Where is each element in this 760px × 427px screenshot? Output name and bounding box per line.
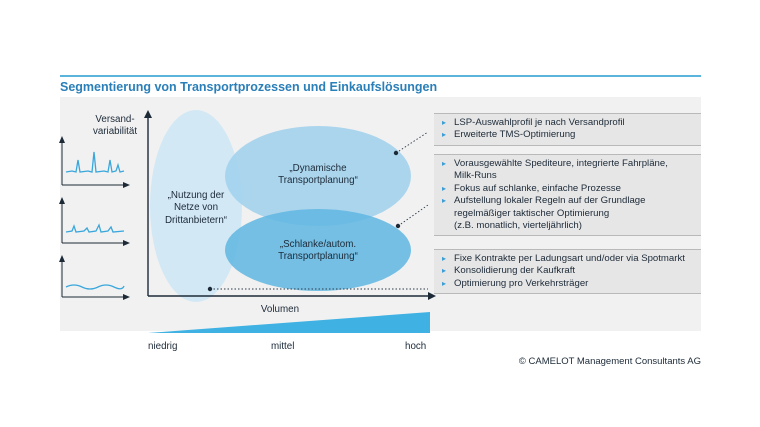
ellipse-third-party [150, 110, 242, 302]
segment-lean-label: „Schlanke/autom. Transportplanung“ [258, 239, 378, 264]
mini-chart-medium [59, 197, 130, 246]
connector-dot-third-party [207, 286, 213, 292]
measure-text: Fokus auf schlanke, einfache Prozesse [454, 182, 621, 194]
ellipse-dynamic [225, 126, 411, 226]
x-axis-label: Volumen [260, 304, 300, 315]
bullet-icon: ▸ [442, 183, 447, 193]
variability-line-low [65, 284, 125, 290]
bullet-icon: ▸ [442, 254, 447, 263]
y-axis-label-line: variabilität [92, 126, 138, 137]
scale-low: niedrig [148, 341, 178, 352]
measure-item: ▸ Aufstellung lokaler Regeln auf der Grun… [442, 195, 695, 232]
measure-text: LSP-Auswahlprofil je nach Versandprofil [454, 117, 625, 128]
segment-dynamic-label: „Dynamische Transportplanung“ [258, 163, 378, 188]
measure-item: ▸ LSP-Auswahlprofil je nach Versandprofil [442, 117, 695, 129]
volume-wedge [148, 312, 430, 333]
measure-text: Milk-Runs [454, 170, 497, 182]
measure-text: Konsolidierung der Kaufkraft [454, 265, 576, 277]
y-axis-arrow [144, 110, 152, 118]
scale-mid: mittel [271, 341, 295, 352]
measure-item: ▸ Fixe Kontrakte per Ladungsart und/oder … [442, 253, 695, 265]
measure-text: regelmäßiger taktischer Optimierung [454, 207, 610, 219]
title-rule [60, 75, 701, 77]
connector-dynamic [395, 131, 429, 154]
measures-box-third-party: ▸ Fixe Kontrakte per Ladungsart und/oder … [434, 249, 701, 295]
measure-item: ▸ Konsolidierung der Kaufkraft [442, 265, 695, 277]
measure-text: Vorausgewählte Spediteure, integrierte F… [454, 158, 668, 169]
ellipse-lean [225, 209, 411, 291]
segment-label-line: Drittanbietern“ [164, 214, 228, 226]
bullet-icon: ▸ [442, 266, 447, 276]
diagram-title: Segmentierung von Transportprozessen und… [60, 80, 438, 94]
connector-lean [397, 204, 429, 227]
mini-chart-high [59, 136, 130, 188]
bullet-icon: ▸ [442, 159, 447, 168]
y-axis-label-line: Versand- [95, 114, 135, 125]
segment-label-line: „Schlanke/autom. [279, 239, 357, 250]
segment-label-line: Netze von [173, 202, 219, 214]
measure-text: (z.B. monatlich, vierteljährlich) [454, 220, 582, 232]
measure-item: ▸ Fokus auf schlanke, einfache Prozesse [442, 183, 695, 195]
measure-item: ▸ Erweiterte TMS-Optimierung [442, 129, 695, 141]
connector-dot-lean [395, 223, 401, 229]
measure-text: Aufstellung lokaler Regeln auf der Grund… [454, 195, 646, 207]
x-axis-arrow [428, 292, 436, 300]
segment-third-party-label: „Nutzung der Netze von Drittanbietern“ [151, 190, 241, 227]
bullet-icon: ▸ [442, 196, 447, 206]
copyright-credit: © CAMELOT Management Consultants AG [518, 356, 701, 367]
measures-box-lean: ▸ Vorausgewählte Spediteure, integrierte … [434, 154, 701, 237]
bullet-icon: ▸ [442, 118, 447, 127]
segment-label-line: Transportplanung“ [278, 175, 358, 187]
segment-label-line: „Nutzung der [167, 190, 225, 201]
measure-text: Optimierung pro Verkehrsträger [454, 277, 589, 289]
y-axis-label: Versand- variabilität [70, 114, 160, 138]
segment-label-line: Transportplanung“ [278, 251, 358, 263]
variability-line-medium [65, 223, 125, 233]
bullet-icon: ▸ [442, 130, 447, 140]
measure-text: Erweiterte TMS-Optimierung [454, 129, 576, 141]
measure-item: ▸ Optimierung pro Verkehrsträger [442, 278, 695, 290]
segment-label-line: „Dynamische [289, 163, 347, 174]
connector-dot-dynamic [393, 150, 399, 156]
bullet-icon: ▸ [442, 278, 447, 288]
mini-chart-low [59, 255, 130, 300]
scale-high: hoch [405, 341, 427, 352]
measure-text: Fixe Kontrakte per Ladungsart und/oder v… [454, 253, 685, 264]
measures-box-dynamic: ▸ LSP-Auswahlprofil je nach Versandprofil… [434, 113, 701, 146]
measure-item: ▸ Vorausgewählte Spediteure, integrierte … [442, 158, 695, 183]
variability-line-high [65, 151, 125, 173]
